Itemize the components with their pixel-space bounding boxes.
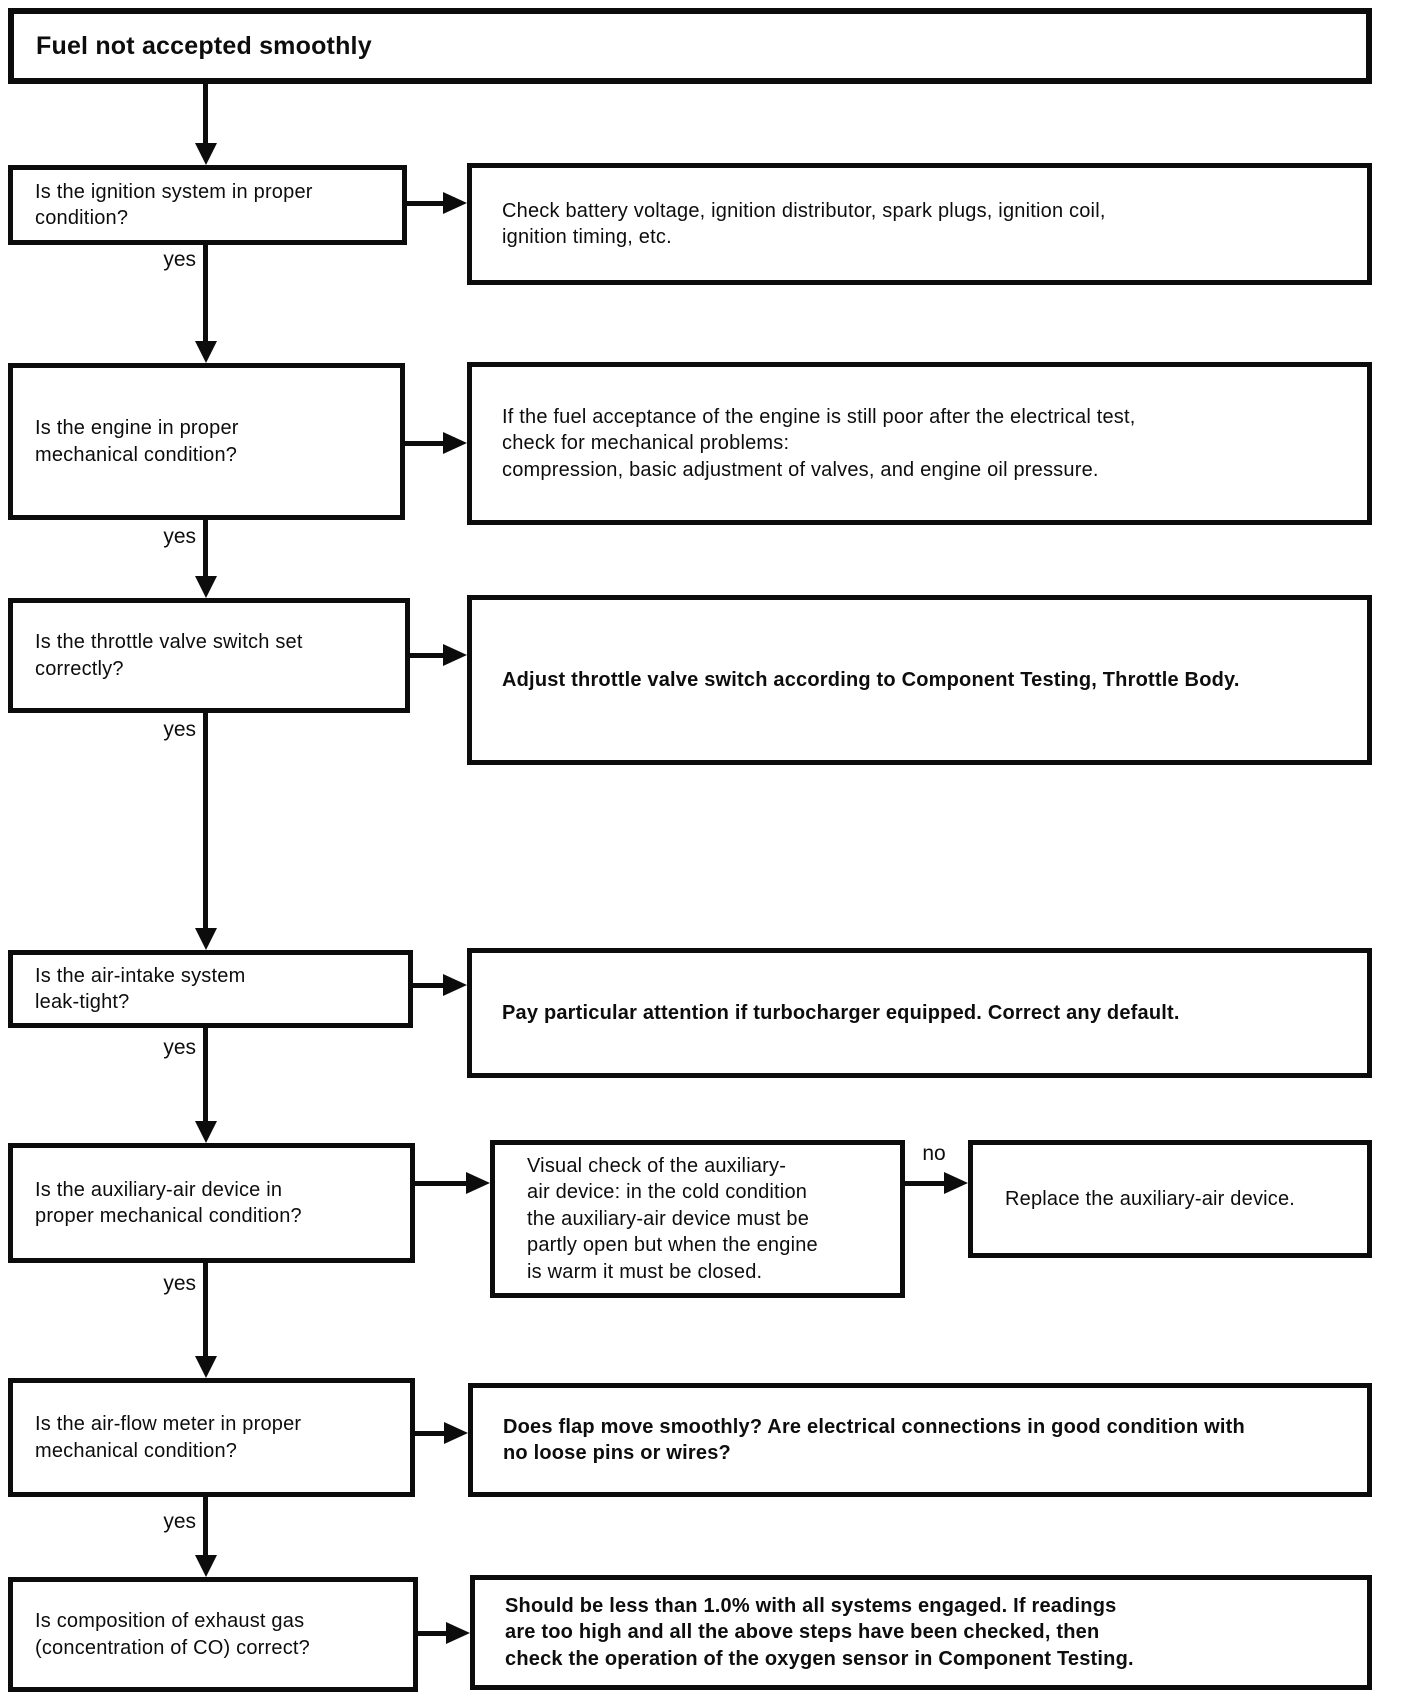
action-box-flap-electrical-check: Does flap move smoothly? Are electrical …	[468, 1383, 1372, 1497]
arrow-down-7-line	[203, 1497, 208, 1556]
arrow-right-3-line	[410, 653, 443, 658]
arrow-right-1-head	[443, 192, 467, 214]
action-box-replace-auxiliary-air: Replace the auxiliary-air device.	[968, 1140, 1372, 1258]
question-box-throttle-valve-switch: Is the throttle valve switch set correct…	[8, 598, 410, 713]
yes-label-6: yes	[163, 1510, 196, 1533]
action-box-turbocharger-attention: Pay particular attention if turbocharger…	[467, 948, 1372, 1078]
question-box-auxiliary-air: Is the auxiliary-air device in proper me…	[8, 1143, 415, 1263]
arrow-right-7-line	[418, 1631, 446, 1636]
yes-label-4: yes	[163, 1036, 196, 1059]
action-box-mechanical-check: If the fuel acceptance of the engine is …	[467, 362, 1372, 525]
yes-label-3: yes	[163, 718, 196, 741]
arrow-right-2-line	[405, 441, 443, 446]
arrow-down-5-line	[203, 1028, 208, 1122]
arrow-right-3-head	[443, 644, 467, 666]
arrow-right-no-line	[905, 1181, 944, 1186]
arrow-down-5-head	[195, 1121, 217, 1143]
question-box-air-intake: Is the air-intake system leak-tight?	[8, 950, 413, 1028]
flow-title-box: Fuel not accepted smoothly	[8, 8, 1372, 84]
arrow-down-2-line	[203, 245, 208, 342]
arrow-right-1-line	[407, 201, 445, 206]
yes-label-1: yes	[163, 248, 196, 271]
arrow-down-1-line	[203, 84, 208, 145]
question-box-air-flow-meter: Is the air-flow meter in proper mechanic…	[8, 1378, 415, 1497]
arrow-right-7-head	[446, 1622, 470, 1644]
arrow-right-4-head	[443, 974, 467, 996]
arrow-down-6-line	[203, 1263, 208, 1357]
arrow-down-7-head	[195, 1555, 217, 1577]
arrow-down-1-head	[195, 143, 217, 165]
yes-label-2: yes	[163, 525, 196, 548]
arrow-right-no-head	[944, 1172, 968, 1194]
arrow-right-6-head	[444, 1422, 468, 1444]
yes-label-5: yes	[163, 1272, 196, 1295]
question-box-engine-mechanical: Is the engine in proper mechanical condi…	[8, 363, 405, 520]
arrow-down-4-head	[195, 928, 217, 950]
action-box-co-reading-check: Should be less than 1.0% with all system…	[470, 1575, 1372, 1690]
no-label: no	[922, 1142, 946, 1165]
arrow-down-4-line	[203, 713, 208, 929]
action-box-ignition-check: Check battery voltage, ignition distribu…	[467, 163, 1372, 285]
arrow-down-3-line	[203, 520, 208, 577]
arrow-right-5-head	[466, 1172, 490, 1194]
arrow-right-2-head	[443, 432, 467, 454]
arrow-down-2-head	[195, 341, 217, 363]
question-box-ignition: Is the ignition system in proper conditi…	[8, 165, 407, 245]
arrow-right-6-line	[415, 1431, 444, 1436]
arrow-right-5-line	[415, 1181, 466, 1186]
question-box-exhaust-gas-co: Is composition of exhaust gas (concentra…	[8, 1577, 418, 1692]
arrow-right-4-line	[413, 983, 443, 988]
action-box-adjust-throttle-switch: Adjust throttle valve switch according t…	[467, 595, 1372, 765]
action-box-auxiliary-air-visual-check: Visual check of the auxiliary- air devic…	[490, 1140, 905, 1298]
arrow-down-3-head	[195, 576, 217, 598]
arrow-down-6-head	[195, 1356, 217, 1378]
